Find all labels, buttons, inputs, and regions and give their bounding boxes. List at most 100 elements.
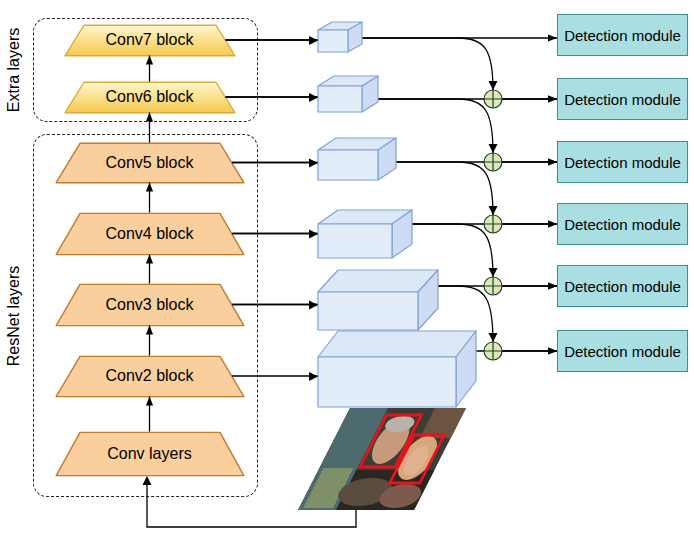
sum-circle bbox=[484, 215, 502, 233]
feature-map-side bbox=[392, 210, 412, 258]
feature-map-front bbox=[318, 150, 378, 180]
connector-arrow bbox=[149, 397, 150, 432]
arrowhead bbox=[309, 159, 318, 168]
resnet-conv-block: Conv5 block bbox=[55, 143, 245, 183]
feature-map-front bbox=[318, 30, 348, 52]
photo-patch bbox=[303, 468, 353, 508]
photo-hair bbox=[382, 416, 418, 432]
connector-arrow bbox=[149, 255, 150, 284]
plus-sign bbox=[484, 342, 502, 360]
layer-group: ResNet layersConv5 blockConv4 blockConv3… bbox=[33, 134, 258, 497]
connector-arrow bbox=[232, 161, 557, 163]
sum-circle bbox=[484, 153, 502, 171]
plus-sign bbox=[484, 215, 502, 233]
trapezoid-shape bbox=[56, 356, 244, 396]
photo-body bbox=[332, 478, 398, 506]
plus-sign bbox=[484, 277, 502, 295]
arrowhead bbox=[489, 144, 498, 153]
arrowhead bbox=[309, 36, 318, 45]
feature-map-top bbox=[318, 210, 412, 224]
group-label: Extra layers bbox=[5, 28, 23, 112]
sum-circle bbox=[484, 90, 502, 108]
feature-map-side bbox=[418, 270, 438, 330]
module-label: Detection module bbox=[564, 278, 681, 295]
connector-arrow bbox=[232, 224, 557, 286]
photo-patch bbox=[420, 408, 466, 438]
block-label: Conv layers bbox=[107, 445, 191, 463]
feature-map-front bbox=[318, 357, 456, 407]
feature-arrowheads bbox=[309, 36, 318, 381]
arrowhead bbox=[489, 206, 498, 215]
block-label: Conv5 block bbox=[105, 154, 193, 172]
connector-arrow bbox=[149, 183, 150, 213]
trapezoid-shape bbox=[56, 213, 244, 254]
photo-patch bbox=[298, 408, 388, 510]
connector-arrow bbox=[149, 113, 150, 143]
trapezoid-shape bbox=[56, 143, 244, 182]
module-label: Detection module bbox=[564, 91, 681, 108]
feature-map-front bbox=[318, 86, 362, 112]
sum-nodes bbox=[484, 90, 502, 360]
detection-box: Detection module bbox=[557, 141, 688, 183]
arrowhead bbox=[489, 81, 498, 90]
feature-map-front bbox=[318, 292, 418, 330]
feature-map-front bbox=[318, 224, 392, 258]
block-label: Conv7 block bbox=[105, 31, 193, 49]
trapezoid-shape bbox=[56, 432, 244, 475]
connector-arrow bbox=[232, 162, 557, 224]
arrowhead bbox=[309, 301, 318, 310]
photo-body bbox=[374, 484, 426, 508]
sum-circle bbox=[484, 277, 502, 295]
block-label: Conv6 block bbox=[105, 88, 193, 106]
face-box bbox=[360, 415, 421, 467]
module-label: Detection module bbox=[564, 27, 681, 44]
arrowhead bbox=[489, 268, 498, 277]
photo-face bbox=[364, 420, 416, 464]
detection-box: Detection module bbox=[557, 265, 688, 307]
trapezoid-shape bbox=[65, 25, 235, 56]
feature-map-top bbox=[318, 76, 378, 86]
arrowhead bbox=[489, 333, 498, 342]
arrowhead bbox=[143, 476, 152, 485]
sum-arrowheads bbox=[489, 81, 498, 342]
input-wire bbox=[147, 485, 356, 527]
trapezoid-shape bbox=[65, 82, 235, 113]
module-label: Detection module bbox=[564, 343, 681, 360]
feature-map-top bbox=[318, 138, 396, 150]
feature-maps bbox=[318, 22, 476, 407]
resnet-conv-block: Conv layers bbox=[55, 432, 245, 476]
module-label: Detection module bbox=[564, 216, 681, 233]
extra-conv-block: Conv6 block bbox=[64, 82, 236, 113]
resnet-conv-block: Conv3 block bbox=[55, 284, 245, 326]
feature-map-top bbox=[318, 22, 362, 30]
connector-arrow bbox=[226, 38, 558, 99]
extra-conv-block: Conv7 block bbox=[64, 25, 236, 56]
block-label: Conv3 block bbox=[105, 296, 193, 314]
photo-patch bbox=[336, 470, 434, 510]
connector-arrow bbox=[149, 56, 150, 82]
trapezoid-shape bbox=[56, 284, 244, 325]
arrowhead bbox=[309, 93, 318, 102]
layer-group: Extra layersConv7 blockConv6 block bbox=[33, 18, 258, 122]
input-photo bbox=[298, 408, 466, 510]
connector-arrow bbox=[226, 38, 558, 40]
feature-map-side bbox=[348, 22, 362, 52]
feature-map-top bbox=[318, 331, 476, 357]
connector-arrow bbox=[232, 224, 557, 234]
connector-arrow bbox=[149, 326, 150, 356]
resnet-conv-block: Conv2 block bbox=[55, 356, 245, 397]
connector-arrow bbox=[226, 97, 558, 162]
block-label: Conv2 block bbox=[105, 367, 193, 385]
connector-arrow bbox=[226, 97, 558, 99]
resnet-conv-block: Conv4 block bbox=[55, 213, 245, 255]
photo-face bbox=[398, 446, 433, 476]
arrowhead bbox=[309, 372, 318, 381]
plus-sign bbox=[484, 153, 502, 171]
feature-map-side bbox=[362, 76, 378, 112]
feature-map-side bbox=[456, 331, 476, 407]
group-label: ResNet layers bbox=[5, 265, 23, 365]
detection-box: Detection module bbox=[557, 14, 688, 56]
plus-sign bbox=[484, 90, 502, 108]
detection-box: Detection module bbox=[557, 330, 688, 372]
